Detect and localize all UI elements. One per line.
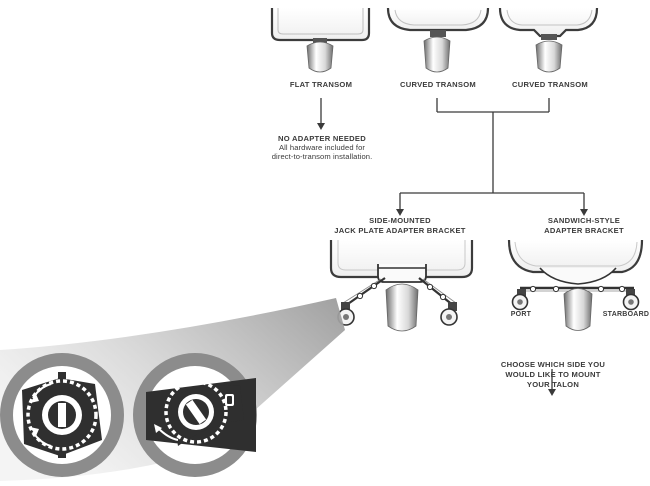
starboard-label: STARBOARD <box>602 311 650 318</box>
side-mounted-line2: JACK PLATE ADAPTER BRACKET <box>334 226 466 235</box>
curved-transom-label: CURVED TRANSOM <box>400 80 476 89</box>
detail-circle-1 <box>0 353 124 477</box>
flat-transom-label: FLAT TRANSOM <box>289 80 353 89</box>
no-adapter-line1: All hardware included for <box>278 143 366 152</box>
detail-circle-2 <box>133 353 257 477</box>
flat-transom-figure <box>270 8 371 73</box>
port-label: PORT <box>510 311 532 318</box>
choose-line3: YOUR TALON <box>526 380 580 389</box>
no-adapter-title: NO ADAPTER NEEDED <box>278 134 366 143</box>
side-mounted-bracket-figure <box>329 240 474 332</box>
sandwich-bracket-figure <box>507 239 644 331</box>
arrowheads <box>317 123 588 396</box>
sandwich-line2: ADAPTER BRACKET <box>544 226 624 235</box>
curved-transom-notched-figure <box>498 7 599 73</box>
curved-transom-label-2: CURVED TRANSOM <box>512 80 588 89</box>
flow-connector-lines <box>320 98 585 390</box>
choose-line1: CHOOSE WHICH SIDE YOU <box>500 360 606 369</box>
side-mounted-line1: SIDE-MOUNTED <box>369 216 431 225</box>
no-adapter-line2: direct-to-transom installation. <box>271 152 373 161</box>
curved-transom-figure <box>386 7 490 73</box>
choose-line2: WOULD LIKE TO MOUNT <box>505 370 601 379</box>
sandwich-line1: SANDWICH-STYLE <box>547 216 621 225</box>
